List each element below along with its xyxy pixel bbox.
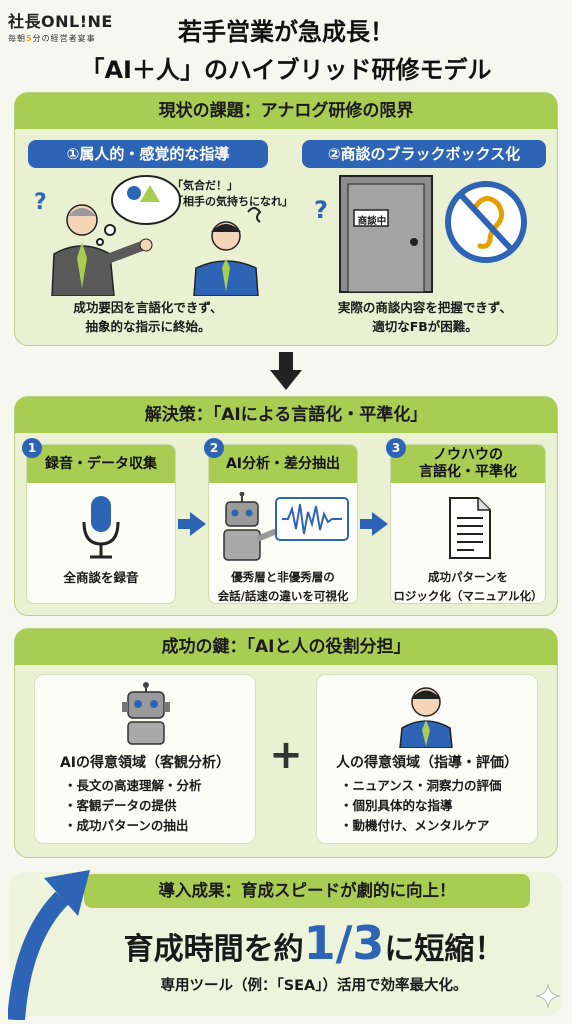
step-2-caption: 優秀層と非優秀層の 会話/話速の違いを可視化	[208, 568, 358, 606]
step-3-number: 3	[386, 438, 406, 458]
human-strengths-list: ニュアンス・洞察力の評価 個別具体的な指導 動機付け、メンタルケア	[340, 776, 502, 836]
issue-1-speech-line-2: 「相手の気持ちになれ」	[172, 195, 293, 208]
issue-2-caption-line-1: 実際の商談内容を把握できず、	[337, 300, 513, 315]
arrow-right-icon	[178, 512, 206, 536]
panel-solution-header: 解決策：「AIによる言語化・平準化」	[15, 397, 557, 433]
plus-icon: +	[269, 732, 303, 778]
step-3-caption: 成功パターンを ロジック化（マニュアル化）	[390, 568, 546, 606]
step-1-caption: 全商談を録音	[26, 568, 176, 587]
step-3-title-line-1: ノウハウの	[433, 447, 503, 463]
title-line-1: 若手営業が急成長！	[178, 18, 394, 46]
ai-robot-analysis-icon	[223, 492, 349, 561]
issue-1-caption: 成功要因を言語化できず、 抽象的な指示に終始。	[28, 298, 268, 336]
issue-1-question-mark: ?	[34, 190, 47, 215]
document-icon	[449, 497, 491, 559]
step-2-caption-line-1: 優秀層と非優秀層の	[231, 570, 335, 584]
issue-1-speech-line-1: 「気合だ！」	[172, 179, 238, 192]
step-1-title: 録音・データ収集	[27, 445, 175, 483]
logo-tagline-post: 分の経営者宴事	[32, 34, 96, 43]
young-salesman-icon	[193, 207, 262, 296]
door-sign: 商談中	[357, 216, 387, 227]
logo-tagline-pre: 毎朝	[8, 34, 26, 43]
businessperson-icon	[399, 687, 453, 748]
closed-door-icon	[339, 175, 433, 293]
issue-1-caption-line-2: 抽象的な指示に終始。	[85, 319, 211, 334]
step-1-number: 1	[22, 438, 42, 458]
step-2-title: AI分析・差分抽出	[209, 445, 357, 483]
upward-arrow-icon	[8, 870, 90, 1020]
issue-1-illustration	[51, 175, 262, 296]
panel-current-issues: 現状の課題：アナログ研修の限界	[14, 92, 558, 346]
sparkle-icon	[536, 984, 560, 1008]
panel-current-issues-header: 現状の課題：アナログ研修の限界	[15, 93, 557, 129]
ai-strengths-list: 長文の高速理解・分析 客観データの提供 成功パターンの抽出	[64, 776, 202, 836]
issue-1-speech: 「気合だ！」 「相手の気持ちになれ」	[172, 178, 293, 210]
logo-tagline-five: 5	[26, 34, 33, 43]
list-item: 成功パターンの抽出	[64, 816, 202, 836]
step-3-caption-line-1: 成功パターンを	[428, 570, 508, 584]
step-3-title: ノウハウの 言語化・平準化	[391, 445, 545, 483]
businessman-pointing-icon	[51, 204, 153, 296]
issue-2-illustration	[339, 175, 527, 293]
list-item: 客観データの提供	[64, 796, 202, 816]
step-3-title-line-2: 言語化・平準化	[419, 464, 517, 480]
waveform-screen-icon	[275, 497, 349, 541]
logo-tagline: 毎朝5分の経営者宴事	[8, 33, 113, 44]
ai-strengths-title: AIの得意領域（客観分析）	[59, 755, 231, 771]
panel-key-header: 成功の鍵：「AIと人の役割分担」	[15, 629, 557, 665]
issue-1-label: ①属人的・感覚的な指導	[28, 140, 268, 168]
result-prefix: 育成時間を約	[123, 932, 304, 967]
result-value: 1/3	[303, 916, 385, 970]
issue-1-caption-line-1: 成功要因を言語化できず、	[73, 300, 223, 315]
robot-icon	[122, 682, 170, 745]
result-headline: 育成時間を約1/3に短縮！	[84, 916, 544, 970]
down-arrow-icon	[270, 352, 302, 390]
microphone-icon	[82, 496, 120, 559]
arrow-right-icon	[360, 512, 388, 536]
thought-cloud-icon	[96, 175, 181, 246]
issue-2-caption: 実際の商談内容を把握できず、 適切なFBが困難。	[300, 298, 550, 336]
logo-main-en: ONL!NE	[41, 12, 113, 31]
list-item: 長文の高速理解・分析	[64, 776, 202, 796]
list-item: 個別具体的な指導	[340, 796, 502, 816]
human-strengths-title: 人の得意領域（指導・評価）	[336, 755, 518, 771]
no-listening-icon	[445, 181, 527, 263]
result-subtext: 専用ツール（例：「SEA」）活用で効率最大化。	[160, 978, 468, 994]
step-1-caption-line-1: 全商談を録音	[63, 570, 139, 585]
list-item: 動機付け、メンタルケア	[340, 816, 502, 836]
step-2-caption-line-2: 会話/話速の違いを可視化	[217, 589, 349, 603]
step-3-caption-line-2: ロジック化（マニュアル化）	[393, 589, 543, 603]
issue-2-caption-line-2: 適切なFBが困難。	[372, 319, 478, 334]
issue-2-label: ②商談のブラックボックス化	[302, 140, 546, 168]
result-suffix: に短縮！	[384, 932, 505, 967]
logo: 社長ONL!NE 毎朝5分の経営者宴事	[8, 8, 113, 44]
robot-icon	[223, 492, 277, 561]
logo-main: 社長ONL!NE	[8, 8, 113, 32]
logo-main-ja: 社長	[8, 12, 42, 31]
list-item: ニュアンス・洞察力の評価	[340, 776, 502, 796]
title-line-2: 「AI＋人」のハイブリッド研修モデル	[80, 56, 492, 84]
panel-results-header: 導入成果：育成スピードが劇的に向上！	[84, 874, 530, 908]
issue-2-question-mark: ?	[314, 196, 328, 224]
step-2-number: 2	[204, 438, 224, 458]
